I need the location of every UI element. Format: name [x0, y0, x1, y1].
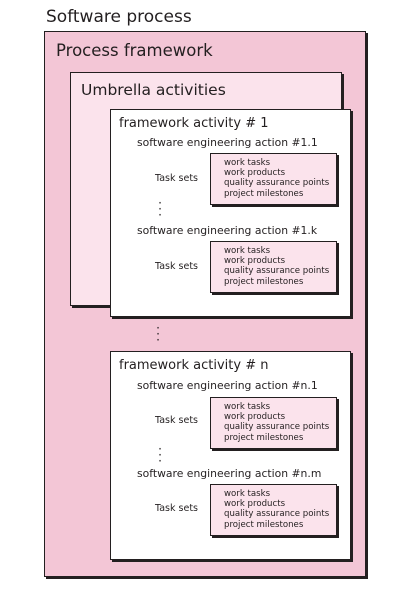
- task-item: quality assurance points: [224, 422, 330, 433]
- vertical-ellipsis-icon: ···: [158, 196, 162, 222]
- process-framework-title: Process framework: [56, 41, 213, 60]
- task-item: quality assurance points: [224, 178, 330, 189]
- task-set-box-n-m: work tasks work products quality assuran…: [210, 484, 337, 536]
- task-sets-label: Task sets: [155, 503, 198, 514]
- task-item: work products: [224, 168, 286, 179]
- framework-activity-1-title: framework activity # 1: [119, 116, 269, 131]
- action-n-m-title: software engineering action #n.m: [137, 467, 322, 480]
- action-1-k-title: software engineering action #1.k: [137, 224, 318, 237]
- task-item: project milestones: [224, 188, 304, 199]
- task-item: work tasks: [224, 246, 271, 256]
- task-item: work products: [224, 412, 286, 423]
- task-item: work tasks: [224, 489, 271, 499]
- task-item: work products: [224, 499, 286, 510]
- task-item: work products: [224, 256, 286, 267]
- task-item: work tasks: [224, 158, 271, 168]
- task-item: work tasks: [224, 402, 271, 412]
- task-item: project milestones: [224, 519, 304, 530]
- task-sets-label: Task sets: [155, 415, 198, 426]
- umbrella-activities-title: Umbrella activities: [81, 81, 226, 99]
- vertical-ellipsis-icon: ···: [158, 442, 162, 468]
- task-sets-label: Task sets: [155, 261, 198, 272]
- task-set-box-1-1: work tasks work products quality assuran…: [210, 153, 337, 205]
- vertical-ellipsis-icon: ···: [156, 321, 160, 347]
- task-item: quality assurance points: [224, 266, 330, 277]
- task-item: quality assurance points: [224, 509, 330, 520]
- action-1-1-title: software engineering action #1.1: [137, 136, 318, 149]
- framework-activity-n-title: framework activity # n: [119, 358, 269, 373]
- task-item: project milestones: [224, 276, 304, 287]
- task-set-box-n-1: work tasks work products quality assuran…: [210, 397, 337, 449]
- task-set-box-1-k: work tasks work products quality assuran…: [210, 241, 337, 293]
- software-process-title: Software process: [46, 7, 192, 27]
- action-n-1-title: software engineering action #n.1: [137, 379, 318, 392]
- task-sets-label: Task sets: [155, 173, 198, 184]
- task-item: project milestones: [224, 432, 304, 443]
